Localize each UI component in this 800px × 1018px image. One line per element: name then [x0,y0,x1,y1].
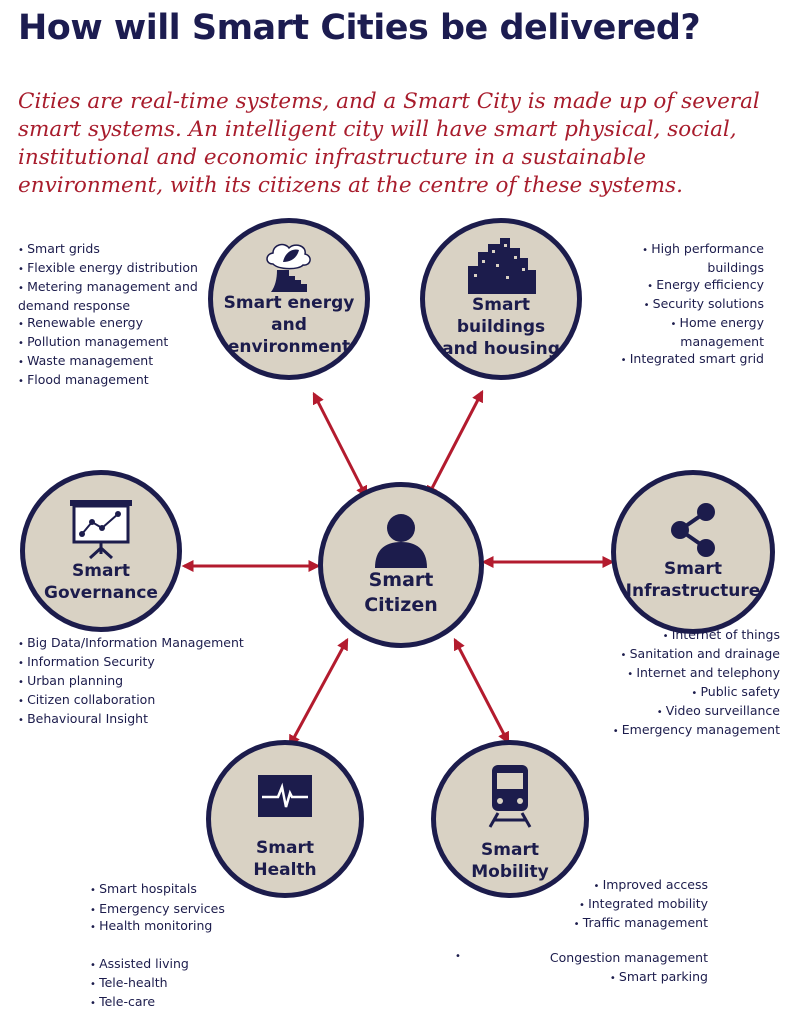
node-label: Citizen [364,594,438,616]
node-smart-governance: Smart Governance [20,470,182,632]
bullet: • [455,951,461,962]
list-item: Security solutions [590,295,764,314]
list-item: High performance buildings [590,240,764,276]
mobility-list-2: Congestion management Smart parking [520,949,708,987]
list-item: Assisted living [90,955,270,974]
node-smart-infrastructure: Smart Infrastructure [611,470,775,634]
energy-list: Smart grids Flexible energy distribution… [18,240,213,390]
node-label: Smart [664,559,722,579]
node-label: Smart [256,838,314,858]
arrow-mobility-citizen [453,637,510,745]
list-item: Big Data/Information Management [18,634,278,653]
list-item: Sanitation and drainage [560,645,780,664]
list-item: Information Security [18,653,278,672]
list-item: Home energy management [590,314,764,350]
list-item: Integrated mobility [540,895,708,914]
list-item: Pollution management [18,333,213,352]
list-item: Internet of things [560,626,780,645]
node-label: Smart buildings [456,295,546,337]
health-list-2: Assisted living Tele-health Tele-care [90,955,270,1012]
list-item: Energy efficiency [590,276,764,295]
node-smart-citizen: Smart Citizen [318,482,484,648]
node-smart-health: Smart Health [206,740,364,898]
list-item: Emergency services [90,901,270,918]
list-item: Video surveillance [560,702,780,721]
node-label: Smart [481,840,539,860]
list-item: Emergency management [560,721,780,740]
heartbeat-monitor-icon [258,775,312,817]
list-item: Improved access [540,876,708,895]
arrow-energy-citizen [312,391,368,499]
node-smart-mobility: Smart Mobility [431,740,589,898]
arrow-health-citizen [288,637,349,748]
node-label: and housing [442,339,560,359]
intro-text: Cities are real-time systems, and a Smar… [18,89,760,198]
list-item: Congestion management [549,950,708,965]
mobility-list: Improved access Integrated mobility Traf… [540,876,708,933]
node-smart-energy: Smart energy and environment [208,218,370,380]
list-item: Tele-care [90,993,270,1012]
factory-leaf-icon [266,243,311,292]
list-item: Smart parking [520,968,708,987]
governance-list: Big Data/Information Management Informat… [18,634,278,729]
node-label: environment [227,337,351,357]
list-item: Renewable energy [18,314,213,333]
list-item: Health monitoring [90,918,270,935]
list-item: Citizen collaboration [18,691,278,710]
buildings-icon [468,238,536,294]
list-item: Public safety [560,683,780,702]
list-item: Traffic management [540,914,708,933]
list-item: Smart hospitals [90,881,270,898]
node-label: Mobility [471,862,549,882]
list-item: Waste management [18,352,213,371]
node-smart-buildings: Smart buildings and housing [420,218,582,380]
list-item: Internet and telephony [560,664,780,683]
share-network-icon [671,503,715,557]
list-item: Behavioural Insight [18,710,278,729]
list-item: Integrated smart grid [590,350,764,369]
person-icon [375,514,427,568]
list-item: Flexible energy distribution [18,259,213,278]
node-label: and [271,315,307,335]
page-title: How will Smart Cities be delivered? [18,8,701,48]
list-item: Urban planning [18,672,278,691]
infrastructure-list: Internet of things Sanitation and draina… [560,626,780,740]
node-label: Smart [72,561,130,581]
node-label: Smart energy [223,293,355,313]
train-icon [488,765,532,828]
node-label: Governance [44,583,158,603]
list-item: Metering management and demand response [18,278,213,314]
node-label: Health [253,860,317,880]
arrow-buildings-citizen [426,389,484,499]
health-list: Smart hospitals Emergency services Healt… [90,881,270,935]
node-label: Infrastructure [625,581,761,601]
buildings-list: High performance buildings Energy effici… [590,240,764,369]
list-item: Tele-health [90,974,270,993]
node-label: Smart [368,569,434,591]
list-item: Smart grids [18,240,213,259]
list-item: Flood management [18,371,213,390]
presentation-chart-icon [70,500,132,560]
